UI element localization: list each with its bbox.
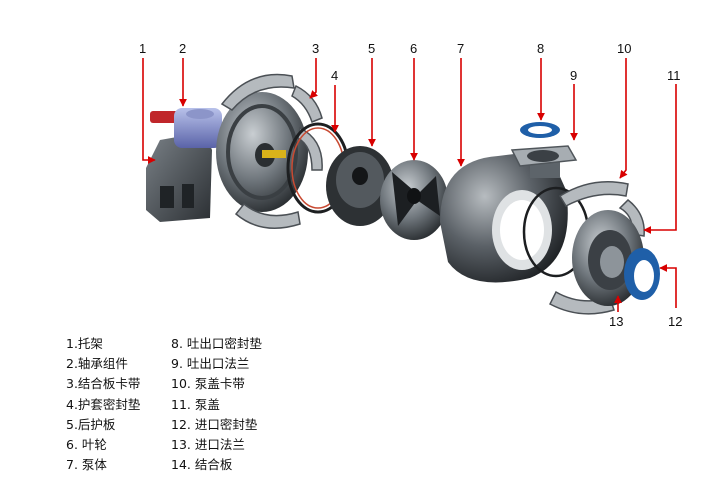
pump-casing-part	[440, 150, 568, 283]
callout-9: 9	[570, 68, 577, 83]
frame-plate-part	[216, 92, 308, 212]
callout-11: 11	[667, 68, 681, 83]
legend-item-4: 4.护套密封垫	[66, 396, 141, 412]
inlet-gasket-part	[624, 248, 660, 300]
callout-4: 4	[331, 68, 338, 83]
legend-item-10: 10. 泵盖卡带	[171, 376, 245, 392]
legend-item-3: 3.结合板卡带	[66, 376, 141, 392]
legend-item-7: 7. 泵体	[66, 457, 107, 473]
discharge-gasket-part	[520, 122, 560, 138]
shaft-end	[150, 111, 178, 123]
callout-3: 3	[312, 41, 319, 56]
callout-2: 2	[179, 41, 186, 56]
callout-8: 8	[537, 41, 544, 56]
legend-item-5: 5.后护板	[66, 416, 116, 432]
legend-item-12: 12. 进口密封垫	[171, 416, 258, 432]
back-liner-part	[326, 146, 394, 226]
legend-item-1: 1.托架	[66, 336, 103, 351]
callout-1: 1	[139, 41, 146, 56]
legend-item-9: 9. 吐出口法兰	[171, 356, 250, 372]
exploded-pump-diagram: 1 2 3 4 5 6 7 8 9 10 11 12 13	[139, 41, 682, 329]
frame-plate-clamp-part	[220, 73, 323, 229]
legend-item-2: 2.轴承组件	[66, 356, 128, 372]
discharge-flange-part	[510, 145, 578, 167]
callout-10: 10	[617, 41, 631, 56]
legend-item-11: 11. 泵盖	[171, 396, 220, 412]
legend-item-8: 8. 吐出口密封垫	[171, 336, 262, 351]
legend-column-1: 1.托架 2.轴承组件 3.结合板卡带 4.护套密封垫 5.后护板 6. 叶轮 …	[66, 334, 140, 475]
legend-item-14: 14. 结合板	[171, 457, 233, 473]
callout-7: 7	[457, 41, 464, 56]
impeller-part	[380, 160, 448, 240]
callout-6: 6	[410, 41, 417, 56]
callout-12: 12	[668, 314, 682, 329]
callout-lines	[142, 58, 677, 312]
legend-item-6: 6. 叶轮	[66, 437, 107, 453]
callout-13: 13	[609, 314, 623, 329]
frame-part	[146, 132, 212, 222]
callout-5: 5	[368, 41, 375, 56]
bearing-assembly-part	[174, 108, 222, 148]
legend-column-2: 8. 吐出口密封垫 9. 吐出口法兰 10. 泵盖卡带 11. 泵盖 12. 进…	[171, 334, 262, 475]
legend-item-13: 13. 进口法兰	[171, 437, 245, 453]
